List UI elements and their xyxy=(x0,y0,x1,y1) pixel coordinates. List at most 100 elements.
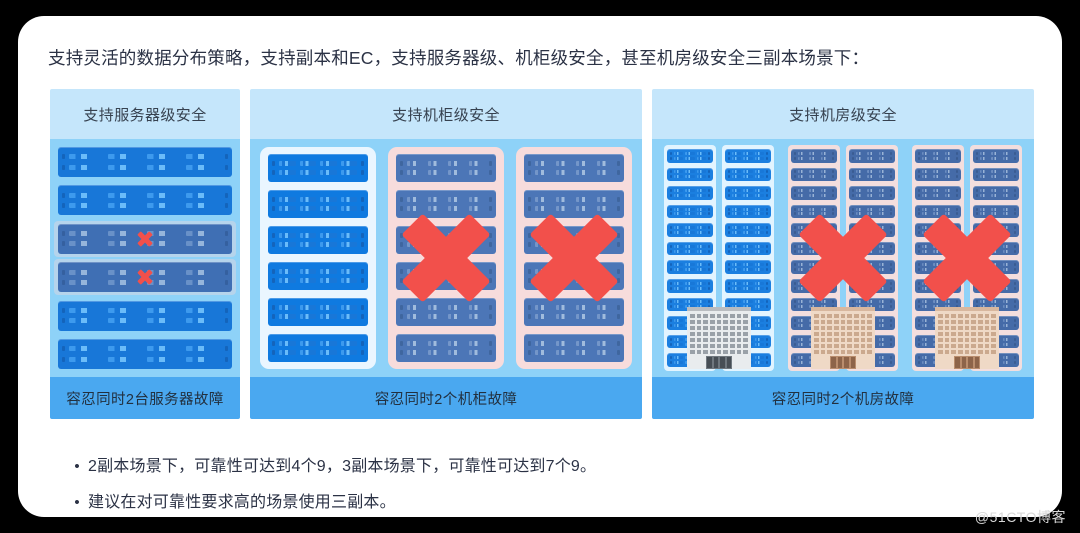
server-bay xyxy=(674,300,684,304)
server-bay xyxy=(878,361,888,365)
server-unit xyxy=(973,167,1019,182)
server-bay xyxy=(743,305,753,309)
server-bay xyxy=(743,207,753,211)
server-bay xyxy=(856,244,866,248)
server-bay xyxy=(468,340,485,346)
server-ear xyxy=(794,244,796,248)
server-ear xyxy=(765,268,768,272)
server-ear xyxy=(831,281,834,285)
server-bay xyxy=(1002,319,1012,323)
server-bay xyxy=(754,319,764,323)
server-bay xyxy=(867,193,877,197)
server-ear xyxy=(670,263,672,267)
server-bay xyxy=(991,286,1001,290)
server-ear xyxy=(707,175,710,179)
panel-rack-level[interactable]: 支持机柜级安全 容忍同时2个机柜故障 xyxy=(250,89,642,419)
server-bay xyxy=(809,175,819,179)
server-bay xyxy=(279,232,296,238)
server-ear xyxy=(361,206,364,212)
server-ear xyxy=(976,244,978,248)
server-ear xyxy=(670,226,672,230)
server-ear xyxy=(852,249,854,253)
server-bay xyxy=(820,305,830,309)
rack-group xyxy=(260,147,632,369)
slide-card: 支持灵活的数据分布策略，支持副本和EC，支持服务器级、机柜级安全，甚至机房级安全… xyxy=(18,16,1062,517)
panel-datacenter-level[interactable]: 支持机房级安全 容忍同时2个机房故障 xyxy=(652,89,1034,419)
datacenter-healthy[interactable] xyxy=(664,145,774,371)
server-ear xyxy=(765,281,768,285)
server-bay xyxy=(798,175,808,179)
server-bay xyxy=(696,231,706,235)
server-bay xyxy=(340,340,357,346)
server-ear xyxy=(794,207,796,211)
server-bay xyxy=(991,268,1001,272)
server-ear xyxy=(765,151,768,155)
server-ear xyxy=(225,269,228,275)
server-bay xyxy=(809,268,819,272)
server-ear xyxy=(918,212,920,216)
server-bay xyxy=(980,189,990,193)
server-bay xyxy=(856,212,866,216)
server-bay xyxy=(427,170,444,176)
server-ear xyxy=(889,151,892,155)
server-bay xyxy=(555,160,572,166)
server-ear xyxy=(707,286,710,290)
server-bay xyxy=(944,263,954,267)
server-bay xyxy=(340,160,357,166)
server-bay xyxy=(108,307,143,313)
server-bay xyxy=(674,156,684,160)
server-unit xyxy=(849,167,895,182)
server-bay xyxy=(596,350,613,356)
panel-server-level[interactable]: 支持服务器级安全 容忍同时2台服务器故障 xyxy=(50,89,240,419)
rack-failed[interactable] xyxy=(388,147,504,369)
server-ear xyxy=(617,314,620,320)
server-bay xyxy=(340,170,357,176)
server-bay xyxy=(922,170,932,174)
server-bay xyxy=(933,263,943,267)
server-ear xyxy=(955,151,958,155)
server-bay xyxy=(820,244,830,248)
server-ear xyxy=(272,196,275,202)
server-bay xyxy=(555,314,572,320)
page-title: 支持灵活的数据分布策略，支持副本和EC，支持服务器级、机柜级安全，甚至机房级安全… xyxy=(48,48,870,68)
server-ear xyxy=(707,207,710,211)
server-bay xyxy=(576,268,593,274)
server-unit xyxy=(725,149,771,163)
server-bay xyxy=(809,189,819,193)
server-ear xyxy=(361,278,364,284)
server-ear xyxy=(272,350,275,356)
server-bay xyxy=(922,231,932,235)
server-ear xyxy=(670,305,672,309)
server-bay xyxy=(809,193,819,197)
server-bay xyxy=(754,226,764,230)
server-ear xyxy=(728,231,730,235)
datacenter-failed[interactable] xyxy=(912,145,1022,371)
server-bay xyxy=(279,196,296,202)
server-bay xyxy=(980,226,990,230)
server-bay xyxy=(685,151,695,155)
server-bay xyxy=(299,206,316,212)
rack-failed[interactable] xyxy=(516,147,632,369)
server-bay xyxy=(299,242,316,248)
server-bay xyxy=(1002,189,1012,193)
server-bay xyxy=(809,249,819,253)
server-bay xyxy=(867,249,877,253)
server-bay xyxy=(856,300,866,304)
list-item: •建议在对可靠性要求高的场景使用三副本。 xyxy=(66,492,1026,514)
server-ear xyxy=(225,318,228,324)
server-bay xyxy=(856,249,866,253)
server-bay xyxy=(798,281,808,285)
rack-healthy[interactable] xyxy=(260,147,376,369)
server-ear xyxy=(955,305,958,309)
datacenter-failed[interactable] xyxy=(788,145,898,371)
server-bay xyxy=(696,281,706,285)
server-ear xyxy=(62,346,65,352)
server-ear xyxy=(225,307,228,313)
server-ear xyxy=(889,323,892,327)
server-bay xyxy=(798,356,808,360)
server-ear xyxy=(361,170,364,176)
server-ear xyxy=(918,342,920,346)
server-ear xyxy=(918,151,920,155)
server-ear xyxy=(1013,226,1016,230)
server-bay xyxy=(555,206,572,212)
